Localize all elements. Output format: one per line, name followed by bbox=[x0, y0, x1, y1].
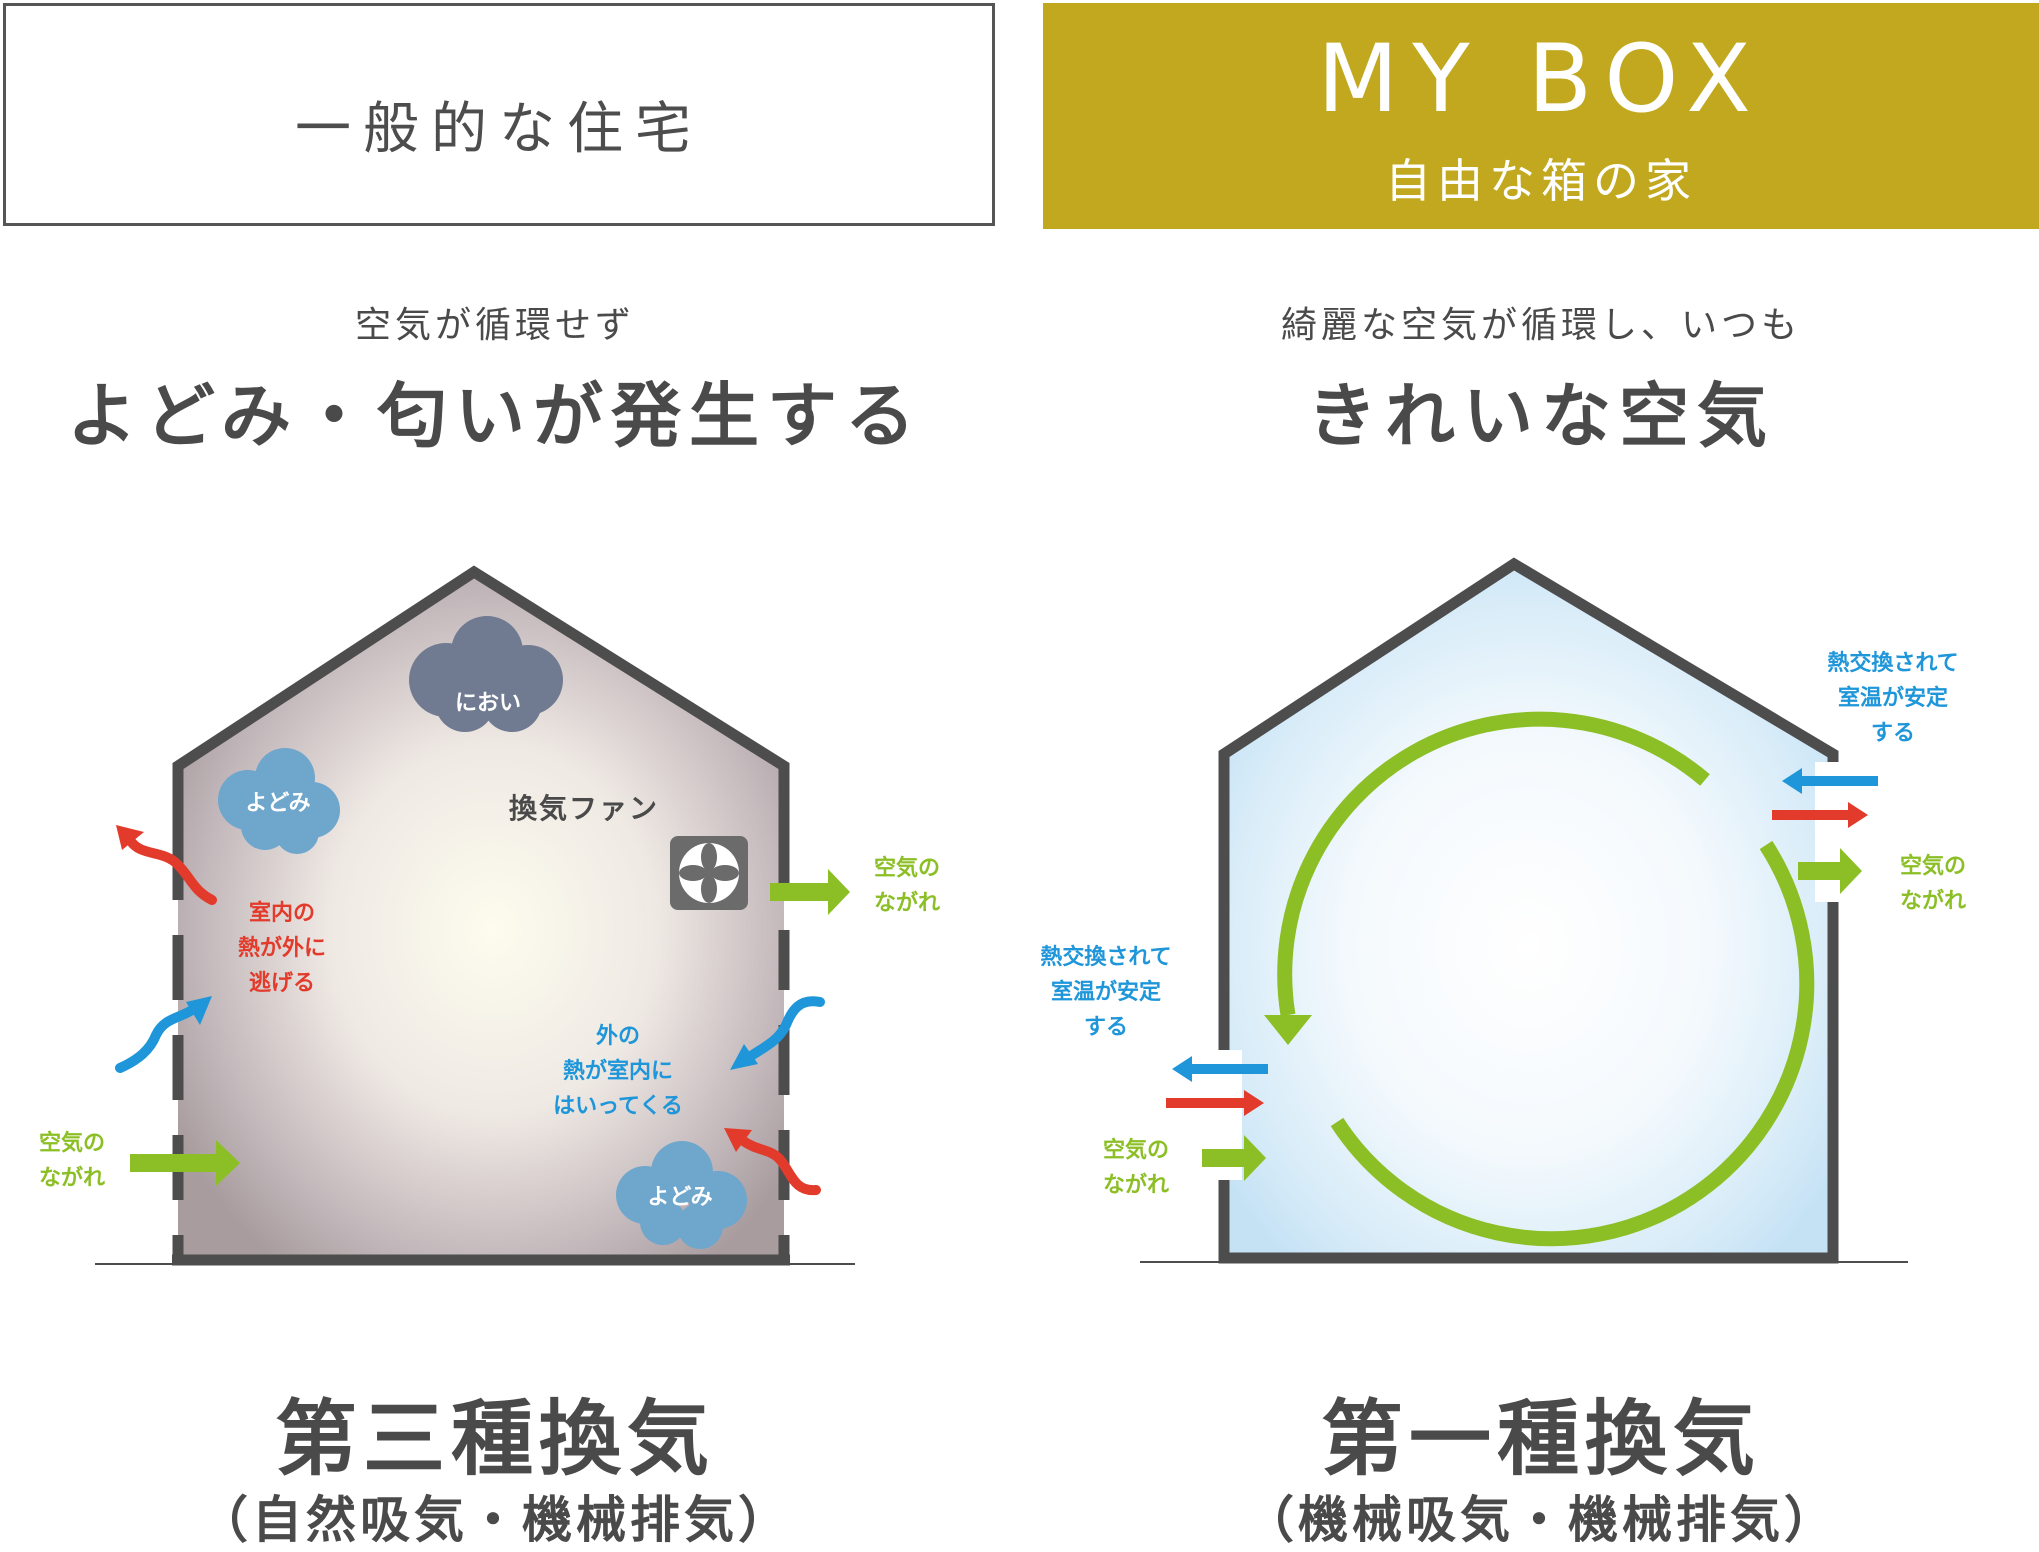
ventilation-fan-icon bbox=[670, 836, 748, 910]
right-airflow-right-line2: ながれ bbox=[1900, 888, 1966, 914]
left-exchange-line3: する bbox=[1084, 1015, 1128, 1040]
stagnation-top-label: よどみ bbox=[245, 791, 310, 816]
general-house-title: 一般的な住宅 bbox=[295, 97, 703, 162]
odor-cloud-label: におい bbox=[455, 691, 521, 716]
circulation-arrowhead-icon bbox=[1264, 1015, 1312, 1045]
heat-in-bottom-arrow-icon bbox=[724, 1128, 821, 1196]
right-airflow-left-line1: 空気の bbox=[1103, 1137, 1169, 1163]
right-footer-title: 第一種換気 bbox=[1320, 1392, 1761, 1487]
odor-cloud: におい bbox=[409, 616, 563, 732]
heat-escape-line2: 熱が外に bbox=[238, 935, 326, 961]
air-circulation-arcs bbox=[1277, 711, 1815, 1247]
left-exchange-line2: 室温が安定 bbox=[1051, 979, 1161, 1005]
stagnation-cloud-bottom: よどみ bbox=[616, 1141, 747, 1249]
right-airflow-right-line1: 空気の bbox=[1900, 853, 1966, 879]
right-footer-subtitle: （機械吸気・機械排気） bbox=[1244, 1491, 1838, 1549]
mybox-title: MY BOX bbox=[1317, 25, 1765, 134]
right-exchange-line3: する bbox=[1871, 721, 1915, 746]
heat-escape-line1: 室内の bbox=[249, 900, 315, 926]
general-house-header: 一般的な住宅 bbox=[3, 3, 995, 226]
left-exchange-arrows bbox=[1166, 1056, 1268, 1181]
heat-in-right-arrow-icon bbox=[730, 996, 825, 1070]
right-exchange-arrows bbox=[1772, 768, 1878, 894]
mybox-subtitle: 自由な箱の家 bbox=[1385, 154, 1697, 208]
mybox-header: MY BOX 自由な箱の家 bbox=[1043, 3, 2039, 229]
heat-in-left-arrow-icon bbox=[115, 996, 212, 1073]
left-footer-title: 第三種換気 bbox=[274, 1392, 715, 1487]
left-airflow-left-line2: ながれ bbox=[39, 1165, 105, 1191]
house-roof-left bbox=[172, 565, 790, 840]
stagnation-bottom-label: よどみ bbox=[647, 1185, 712, 1210]
right-exchange-line2: 室温が安定 bbox=[1838, 685, 1948, 711]
right-lead-big: きれいな空気 bbox=[1307, 375, 1775, 457]
left-lead-big: よどみ・匂いが発生する bbox=[67, 375, 923, 457]
left-airflow-right-line1: 空気の bbox=[874, 855, 940, 881]
left-exchange-line1: 熱交換されて bbox=[1040, 944, 1171, 970]
house-interior-left bbox=[178, 572, 784, 1260]
right-exchange-line1: 熱交換されて bbox=[1827, 650, 1958, 676]
heat-enter-line3: はいってくる bbox=[553, 1094, 683, 1119]
fan-label: 換気ファン bbox=[509, 792, 659, 825]
third-type-ventilation-diagram: におい よどみ よどみ 換気ファン bbox=[39, 565, 940, 1266]
heat-escape-arrow-icon bbox=[116, 825, 217, 905]
left-airflow-right-line2: ながれ bbox=[874, 890, 940, 916]
left-lead-small: 空気が循環せず bbox=[354, 305, 635, 346]
right-airflow-left-line2: ながれ bbox=[1103, 1172, 1169, 1198]
stagnation-cloud-top: よどみ bbox=[218, 748, 340, 854]
heat-escape-line3: 逃げる bbox=[249, 971, 315, 996]
left-airflow-left-line1: 空気の bbox=[39, 1130, 105, 1156]
first-type-ventilation-diagram: 熱交換されて 室温が安定 する 空気の ながれ 熱交換されて 室温が安定 する … bbox=[1040, 557, 1966, 1264]
exhaust-arrow-green-icon bbox=[770, 869, 850, 915]
left-footer-subtitle: （自然吸気・機械排気） bbox=[198, 1491, 792, 1549]
heat-enter-line2: 熱が室内に bbox=[563, 1058, 673, 1084]
intake-arrow-green-icon bbox=[130, 1140, 240, 1186]
heat-enter-line1: 外の bbox=[596, 1023, 640, 1049]
right-lead-small: 綺麗な空気が循環し、いつも bbox=[1280, 305, 1801, 346]
